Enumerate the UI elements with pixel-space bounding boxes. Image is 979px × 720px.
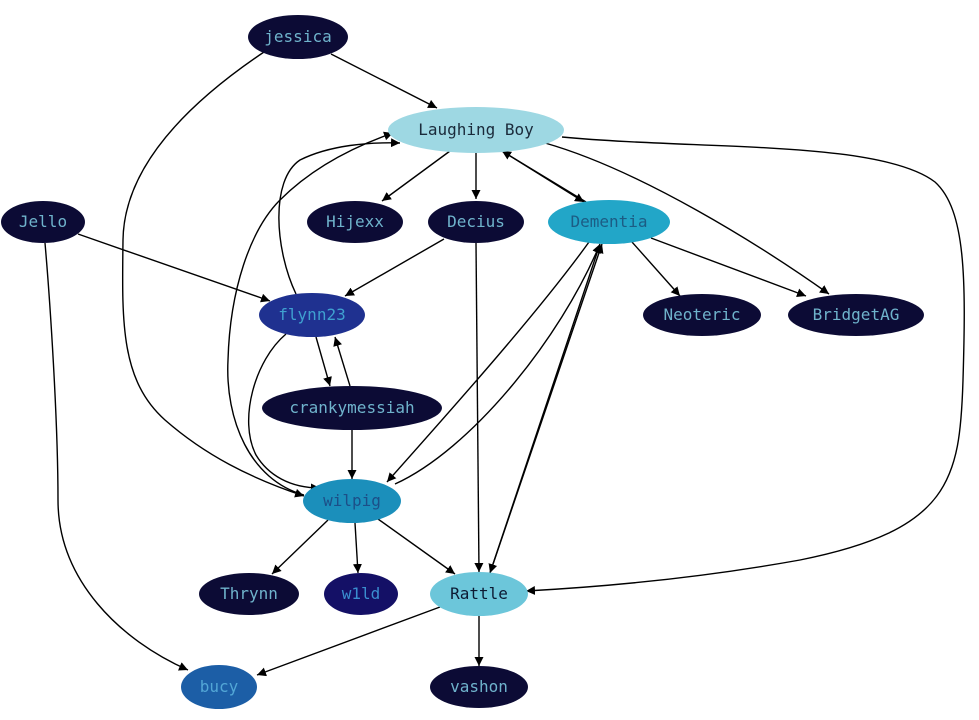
edge-jello-to-flynn23 xyxy=(77,233,271,303)
node-label: vashon xyxy=(450,677,508,696)
node-shape xyxy=(324,573,398,615)
edge-decius-to-flynn23 xyxy=(344,238,445,297)
edge-wilpig-to-laughing-boy xyxy=(227,131,394,496)
node-flynn23[interactable]: flynn23 xyxy=(259,293,365,337)
node-shape xyxy=(259,293,365,337)
node-neoteric[interactable]: Neoteric xyxy=(643,294,761,336)
node-label: Thrynn xyxy=(220,584,278,603)
node-crankymessiah[interactable]: crankymessiah xyxy=(262,386,442,430)
node-label: jessica xyxy=(264,27,331,46)
node-label: Hijexx xyxy=(326,212,384,231)
node-rattle[interactable]: Rattle xyxy=(430,572,528,616)
edge-wilpig-to-w1ld xyxy=(352,522,362,574)
node-bridgetag[interactable]: BridgetAG xyxy=(788,294,924,336)
node-label: Decius xyxy=(447,212,505,231)
edges-layer xyxy=(44,51,965,677)
edge-flynn23-to-crankymessiah xyxy=(315,336,332,387)
node-shape xyxy=(430,666,528,708)
node-dementia[interactable]: Dementia xyxy=(548,200,670,244)
node-shape xyxy=(307,201,403,243)
node-label: Rattle xyxy=(450,584,508,603)
node-shape xyxy=(1,201,85,243)
node-thrynn[interactable]: Thrynn xyxy=(199,573,299,615)
node-label: bucy xyxy=(200,677,239,696)
edge-decius-to-rattle xyxy=(474,242,484,573)
node-shape xyxy=(643,294,761,336)
edge-dementia-to-laughing-boy xyxy=(501,150,587,203)
edge-jessica-to-laughing-boy xyxy=(330,53,438,109)
edge-laughing-boy-to-rattle xyxy=(525,136,965,596)
edge-dementia-to-neoteric xyxy=(631,241,681,297)
edge-jello-to-bucy xyxy=(44,242,189,671)
edge-dementia-to-wilpig xyxy=(386,241,590,483)
node-label: Dementia xyxy=(570,212,647,231)
node-shape xyxy=(262,386,442,430)
edge-laughing-boy-to-hijexx xyxy=(381,150,451,202)
node-shape xyxy=(303,479,401,523)
node-label: Laughing Boy xyxy=(418,120,534,139)
edge-rattle-to-dementia xyxy=(489,243,604,574)
edge-jessica-to-wilpig xyxy=(121,51,305,498)
edge-flynn23-to-wilpig xyxy=(248,333,321,493)
node-bucy[interactable]: bucy xyxy=(181,665,257,709)
node-decius[interactable]: Decius xyxy=(428,201,524,243)
node-label: Neoteric xyxy=(663,305,740,324)
node-shape xyxy=(248,15,348,59)
node-label: BridgetAG xyxy=(813,305,900,324)
edge-dementia-to-bridgetag xyxy=(650,237,807,298)
edge-wilpig-to-dementia xyxy=(394,243,601,485)
node-shape xyxy=(788,294,924,336)
node-shape xyxy=(548,200,670,244)
node-laughing-boy[interactable]: Laughing Boy xyxy=(388,107,564,153)
edge-laughing-boy-to-bridgetag xyxy=(544,142,830,295)
node-shape xyxy=(428,201,524,243)
node-shape xyxy=(181,665,257,709)
edge-rattle-to-bucy xyxy=(256,606,441,677)
node-shape xyxy=(199,573,299,615)
node-w1ld[interactable]: w1ld xyxy=(324,573,398,615)
node-jessica[interactable]: jessica xyxy=(248,15,348,59)
node-hijexx[interactable]: Hijexx xyxy=(307,201,403,243)
node-shape xyxy=(430,572,528,616)
edge-crankymessiah-to-flynn23 xyxy=(333,336,351,387)
edge-wilpig-to-rattle xyxy=(377,518,456,575)
node-label: w1ld xyxy=(342,584,381,603)
node-jello[interactable]: Jello xyxy=(1,201,85,243)
node-vashon[interactable]: vashon xyxy=(430,666,528,708)
node-shape xyxy=(388,107,564,153)
edge-wilpig-to-thrynn xyxy=(271,519,329,575)
node-label: Jello xyxy=(19,212,67,231)
node-wilpig[interactable]: wilpig xyxy=(303,479,401,523)
node-label: crankymessiah xyxy=(289,398,414,417)
node-label: wilpig xyxy=(323,491,381,510)
node-label: flynn23 xyxy=(278,305,345,324)
